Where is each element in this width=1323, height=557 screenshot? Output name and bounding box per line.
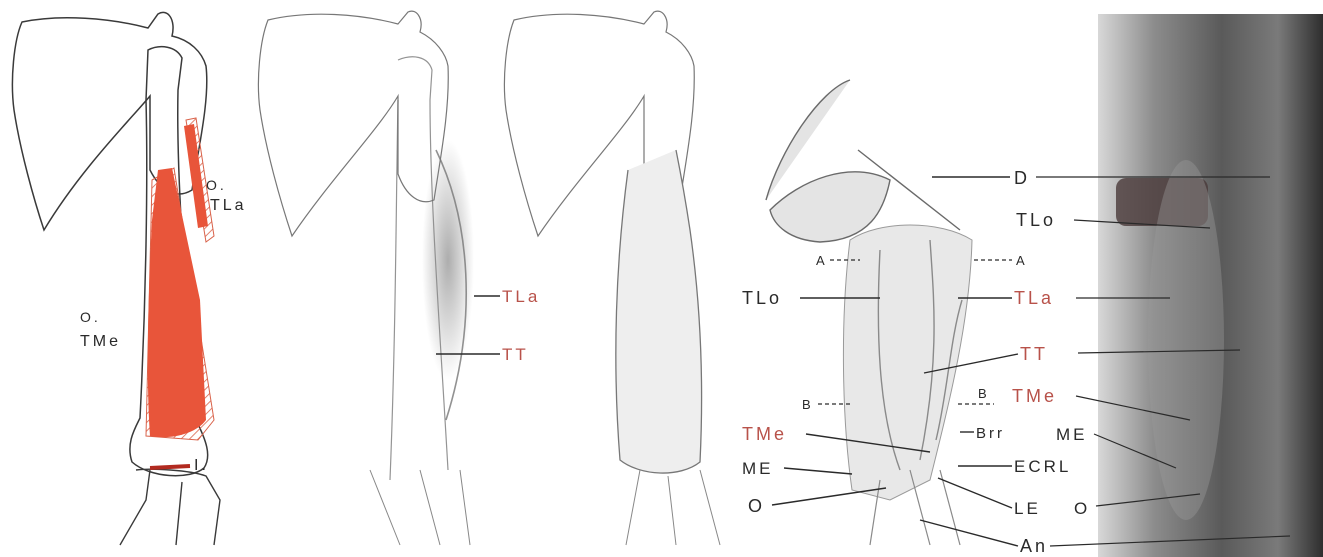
label-tla-2: TLa bbox=[502, 287, 540, 306]
label-tt-2: TT bbox=[502, 345, 529, 364]
label-o-left: O bbox=[748, 496, 765, 516]
xray-bone-glow bbox=[1148, 160, 1224, 520]
radius-ulna-outline bbox=[120, 469, 220, 545]
label-b-left: B bbox=[802, 397, 814, 412]
forearm-sketch-2 bbox=[370, 470, 470, 545]
panel-muscle-diagram: O. TLa O. TMe I. bbox=[12, 12, 246, 545]
label-o-right: O bbox=[1074, 499, 1090, 518]
label-le: LE bbox=[1014, 499, 1041, 518]
label-tlo-left: TLo bbox=[742, 288, 782, 308]
lateral-head-shading bbox=[422, 140, 474, 380]
label-tlo-top: TLo bbox=[1016, 210, 1056, 230]
label-ecrl: ECRL bbox=[1014, 457, 1071, 476]
panel-medial-head-sketch bbox=[504, 11, 720, 545]
label-d: D bbox=[1014, 168, 1030, 188]
label-tla: TLa bbox=[210, 197, 247, 214]
label-an: An bbox=[1020, 536, 1048, 556]
label-tme: TMe bbox=[80, 333, 121, 350]
label-me-left: ME bbox=[742, 459, 774, 478]
panel-xray-strip bbox=[1036, 14, 1323, 557]
insertion-mark bbox=[150, 466, 190, 468]
scapula-outline-2 bbox=[258, 11, 448, 236]
forearm-sketch-3 bbox=[626, 470, 720, 545]
label-me-right: ME bbox=[1056, 425, 1088, 444]
leader-an bbox=[920, 520, 1018, 546]
arm-photo-body bbox=[843, 225, 972, 500]
label-tt: TT bbox=[1020, 344, 1048, 364]
medial-head-sketch bbox=[616, 150, 702, 473]
label-a-right: A bbox=[1016, 253, 1028, 268]
leader-me-left bbox=[784, 468, 852, 474]
shoulder-outline-photo bbox=[766, 80, 960, 242]
panel-lateral-head-sketch: TLa TT bbox=[258, 11, 540, 545]
label-origin-tla: O. bbox=[206, 177, 227, 193]
panel-photo-labeled: D TLo A A TLo TLa TT B B TMe TMe Brr ME … bbox=[742, 80, 1090, 556]
label-a-left: A bbox=[816, 253, 828, 268]
label-tme-right: TMe bbox=[1012, 386, 1057, 406]
label-tla: TLa bbox=[1014, 288, 1054, 308]
label-insertion: I. bbox=[194, 457, 209, 474]
label-b-right: B bbox=[978, 386, 990, 401]
leader-o-left bbox=[772, 488, 886, 505]
label-brr: Brr bbox=[976, 425, 1005, 442]
label-origin-tme: O. bbox=[80, 309, 101, 325]
label-tme-left: TMe bbox=[742, 424, 787, 444]
